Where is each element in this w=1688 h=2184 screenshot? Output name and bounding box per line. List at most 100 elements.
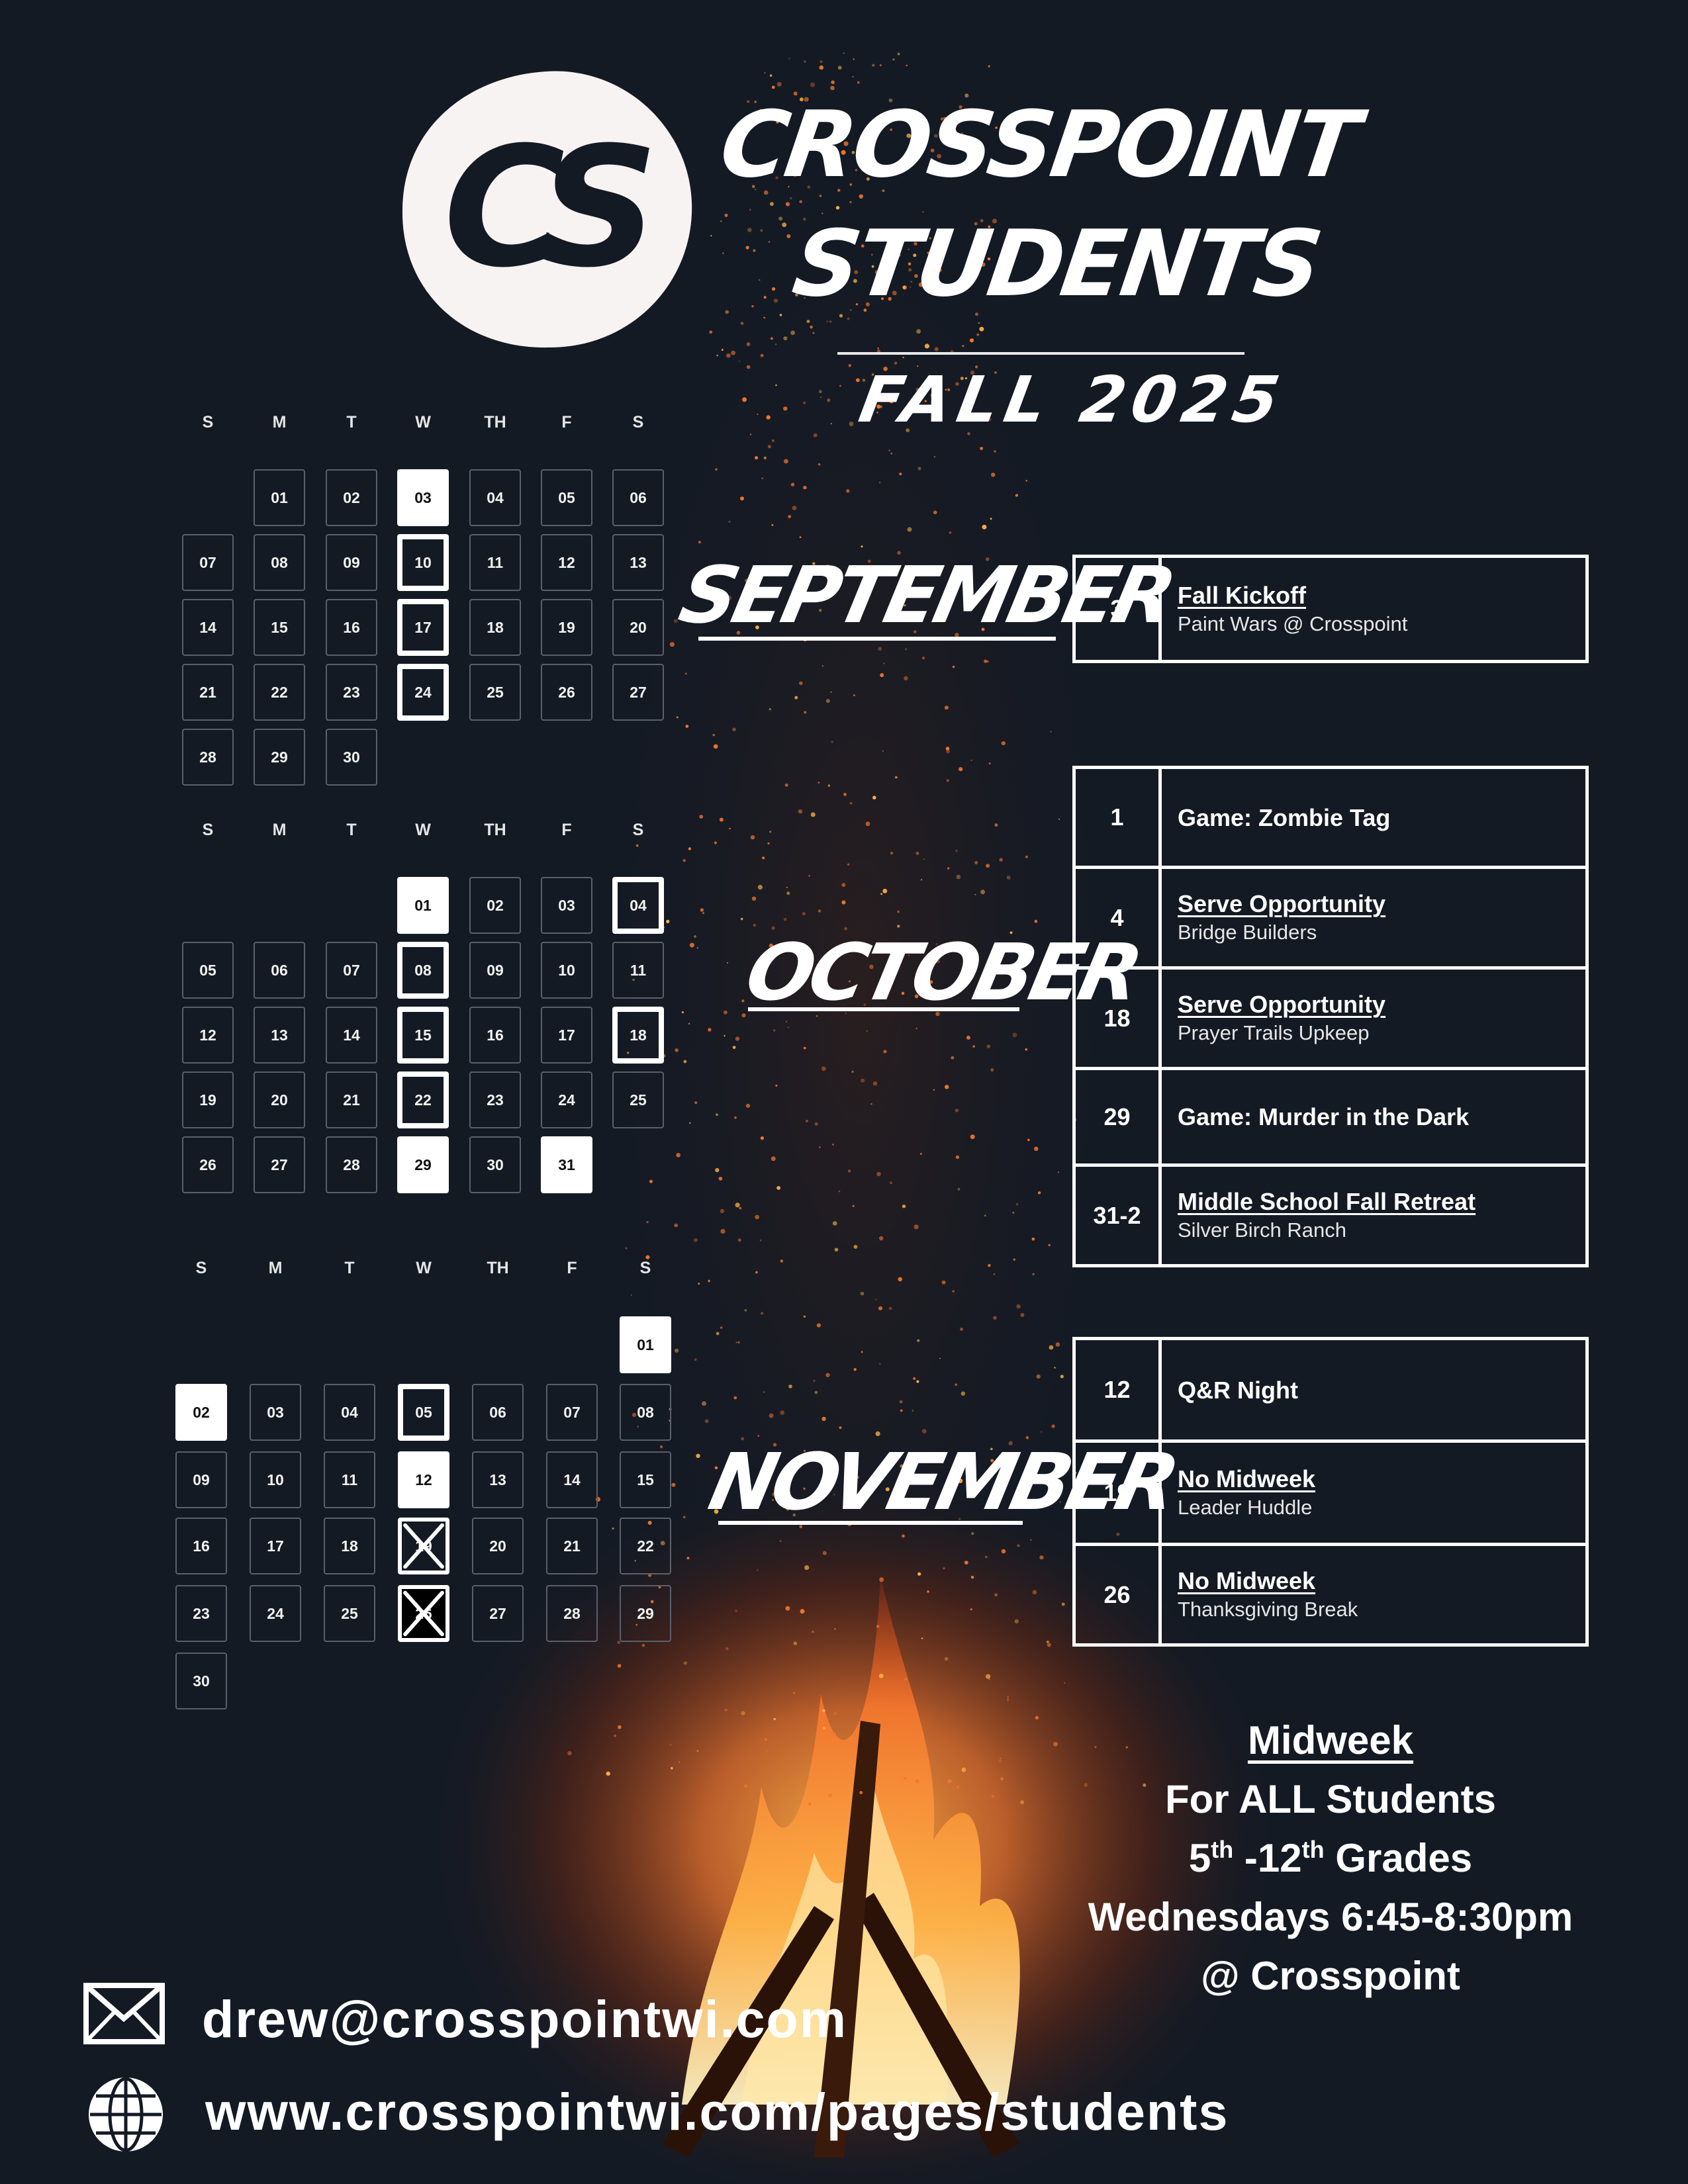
- weekday-header: TH: [487, 1259, 509, 1277]
- calendar-day: 11: [612, 942, 664, 999]
- event-date: 4: [1076, 869, 1162, 966]
- calendar-day: 24: [250, 1585, 301, 1642]
- calendar-day: 12: [541, 534, 592, 591]
- calendar-day: 11: [324, 1451, 375, 1508]
- calendar-day: 15: [620, 1451, 671, 1508]
- event-title[interactable]: Fall Kickoff: [1178, 581, 1307, 609]
- calendar-day: 18: [612, 1007, 664, 1064]
- event-title[interactable]: Serve Opportunity: [1178, 991, 1386, 1019]
- weekday-header: S: [632, 821, 644, 839]
- calendar-day: 19: [182, 1071, 234, 1128]
- weekday-header: M: [272, 413, 287, 432]
- calendar-day: 08: [397, 942, 449, 999]
- calendar-day: 28: [182, 729, 234, 786]
- calendar-day: 22: [620, 1518, 671, 1574]
- calendar-day: 19: [398, 1518, 449, 1574]
- midweek-heading: Midweek: [1247, 1718, 1414, 1762]
- calendar-day: 29: [254, 729, 305, 786]
- calendar-day: 19: [541, 599, 592, 656]
- weekday-header: F: [561, 413, 572, 432]
- weekday-header: T: [346, 413, 357, 432]
- event-title[interactable]: No Midweek: [1178, 1567, 1316, 1595]
- calendar-day: 05: [182, 942, 234, 999]
- calendar-day: 09: [175, 1451, 227, 1508]
- calendar-day: 13: [612, 534, 664, 591]
- calendar-day: 02: [326, 469, 377, 526]
- event-title[interactable]: Serve Opportunity: [1178, 890, 1386, 918]
- email-link[interactable]: drew@crosspointwi.com: [202, 1989, 848, 2048]
- calendar-day: 21: [546, 1518, 598, 1574]
- calendar-day: 31: [541, 1136, 592, 1193]
- weekday-header: T: [344, 1259, 355, 1277]
- calendar-day: 06: [612, 469, 664, 526]
- calendar-day: 20: [254, 1071, 305, 1128]
- calendar-day: 02: [175, 1384, 227, 1441]
- event-title[interactable]: Middle School Fall Retreat: [1178, 1188, 1476, 1216]
- event-date: 18: [1076, 970, 1162, 1067]
- calendar-day: 21: [182, 664, 234, 721]
- calendar-day: 05: [541, 469, 592, 526]
- event-subtitle: Bridge Builders: [1178, 921, 1317, 944]
- weekday-header: M: [272, 821, 287, 839]
- weekday-header: S: [202, 413, 214, 432]
- envelope-icon: [83, 1982, 165, 2045]
- calendar-day: 13: [254, 1007, 305, 1064]
- cancelled-x-icon: [403, 1590, 444, 1637]
- brand-title-line1: CROSSPOINT: [714, 91, 1364, 198]
- calendar-day: 23: [326, 664, 377, 721]
- calendar-day: 30: [469, 1136, 521, 1193]
- calendar-day: 26: [398, 1585, 449, 1642]
- calendar-day: 29: [397, 1136, 449, 1193]
- calendar-day: 15: [254, 599, 305, 656]
- event-title[interactable]: No Midweek: [1178, 1465, 1316, 1493]
- weekday-header: S: [632, 413, 644, 432]
- event-subtitle: Paint Wars @ Crosspoint: [1178, 612, 1408, 635]
- calendar-day: 03: [541, 877, 592, 934]
- calendar-day: 04: [324, 1384, 375, 1441]
- brand-title-line2: STUDENTS: [786, 210, 1326, 317]
- calendar-day: 10: [541, 942, 592, 999]
- calendar-day: 23: [469, 1071, 521, 1128]
- calendar-day: 16: [326, 599, 377, 656]
- logo: CS: [397, 66, 695, 351]
- calendar-day: 30: [326, 729, 377, 786]
- event-date: 19: [1076, 1443, 1162, 1543]
- midweek-audience: For ALL Students: [1165, 1777, 1496, 1821]
- calendar-day: 21: [326, 1071, 377, 1128]
- cancelled-x-icon: [403, 1523, 444, 1569]
- event-date: 31-2: [1076, 1167, 1162, 1264]
- calendar-day: 22: [397, 1071, 449, 1128]
- globe-icon: [86, 2075, 165, 2154]
- weekday-header: S: [202, 821, 214, 839]
- calendar-day: 27: [472, 1585, 524, 1642]
- calendar-day: 03: [397, 469, 449, 526]
- event-title: Game: Zombie Tag: [1178, 803, 1391, 831]
- calendar-day: 10: [250, 1451, 301, 1508]
- calendar-day: 01: [620, 1316, 671, 1373]
- month-underline-november: [718, 1521, 1023, 1525]
- calendar-day: 11: [469, 534, 521, 591]
- logo-monogram: CS: [444, 111, 650, 304]
- calendar-day: 25: [324, 1585, 375, 1642]
- weekday-header: T: [346, 821, 357, 839]
- website-link[interactable]: www.crosspointwi.com/pages/students: [205, 2082, 1229, 2141]
- event-subtitle: Prayer Trails Upkeep: [1178, 1021, 1370, 1045]
- event-date: 12: [1076, 1340, 1162, 1439]
- event-subtitle: Leader Huddle: [1178, 1496, 1313, 1520]
- calendar-day: 26: [182, 1136, 234, 1193]
- calendar-day: 28: [546, 1585, 598, 1642]
- calendar-day: 02: [469, 877, 521, 934]
- calendar-day: 16: [469, 1007, 521, 1064]
- calendar-day: 08: [620, 1384, 671, 1441]
- calendar-day: 05: [398, 1384, 449, 1441]
